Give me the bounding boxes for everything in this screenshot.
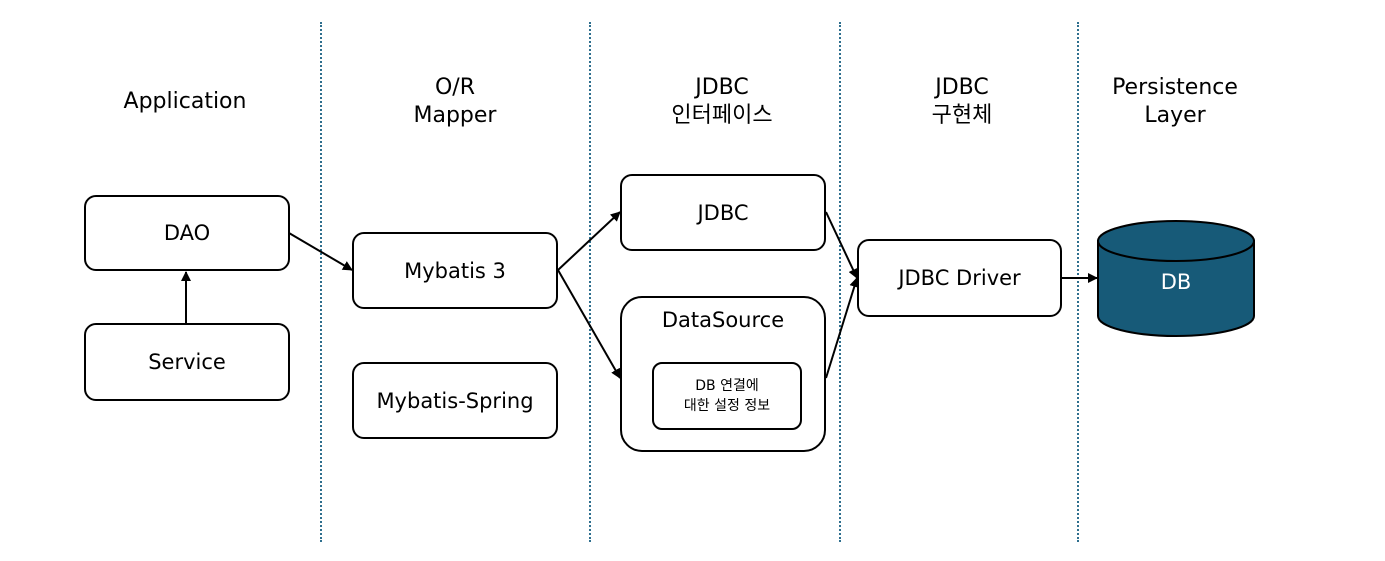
datasource-box: DataSource DB 연결에 대한 설정 정보 xyxy=(620,296,826,452)
mybatis3-label: Mybatis 3 xyxy=(404,258,506,283)
db-label: DB xyxy=(1160,270,1192,294)
jdbc-driver-box: JDBC Driver xyxy=(857,239,1062,317)
jdbc-label: JDBC xyxy=(697,200,749,225)
header-persistence-line1: Persistence xyxy=(1112,75,1238,100)
header-or-mapper-line2: Mapper xyxy=(413,103,497,128)
db-config-line1: DB 연결에 xyxy=(695,378,759,394)
mybatis-spring-label: Mybatis-Spring xyxy=(376,388,534,413)
db-config-line2: 대한 설정 정보 xyxy=(683,398,771,414)
header-application-text: Application xyxy=(123,89,247,114)
header-or-mapper: O/R Mapper xyxy=(355,74,555,130)
header-persistence: Persistence Layer xyxy=(1075,74,1275,130)
header-jdbc-interface-line1: JDBC xyxy=(695,75,749,100)
arrow-jdbc-to-driver xyxy=(825,211,858,279)
divider-3 xyxy=(839,22,841,542)
header-or-mapper-line1: O/R xyxy=(434,75,475,100)
header-jdbc-impl-line2: 구현체 xyxy=(931,103,993,128)
mybatis3-box: Mybatis 3 xyxy=(352,232,558,309)
jdbc-driver-label: JDBC Driver xyxy=(898,266,1021,290)
divider-1 xyxy=(320,22,322,542)
service-box: Service xyxy=(84,323,290,401)
divider-4 xyxy=(1077,22,1079,542)
dao-label: DAO xyxy=(163,221,211,245)
header-jdbc-interface: JDBC 인터페이스 xyxy=(622,74,822,130)
divider-2 xyxy=(589,22,591,542)
mybatis-spring-box: Mybatis-Spring xyxy=(352,362,558,439)
arrow-mybatis3-to-datasource xyxy=(557,269,621,379)
arrow-dao-to-mybatis3 xyxy=(288,232,353,271)
dao-box: DAO xyxy=(84,195,290,271)
service-label: Service xyxy=(148,350,226,374)
arrow-datasource-to-driver xyxy=(825,277,860,379)
datasource-label: DataSource xyxy=(661,308,785,332)
header-persistence-line2: Layer xyxy=(1144,103,1206,128)
header-jdbc-interface-line2: 인터페이스 xyxy=(671,103,773,128)
header-jdbc-impl-line1: JDBC xyxy=(935,75,989,100)
arrow-mybatis3-to-jdbc xyxy=(557,211,621,271)
db-cylinder-icon xyxy=(1097,220,1255,337)
db-config-box: DB 연결에 대한 설정 정보 xyxy=(652,362,802,430)
jdbc-box: JDBC xyxy=(620,174,826,251)
header-application: Application xyxy=(85,88,285,116)
header-jdbc-impl: JDBC 구현체 xyxy=(862,74,1062,130)
